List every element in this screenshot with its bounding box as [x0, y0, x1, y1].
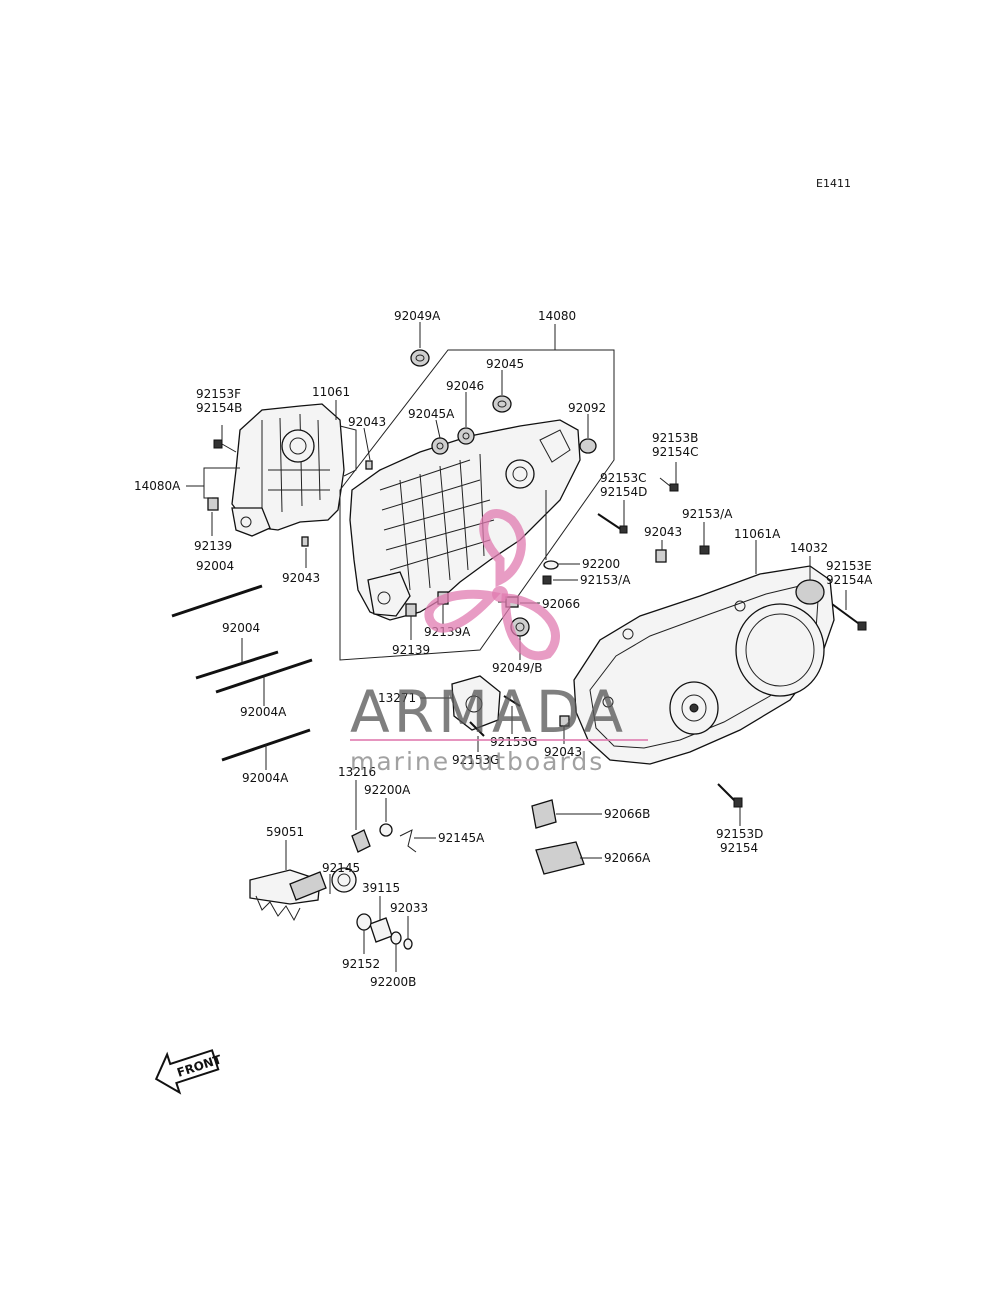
label-14080: 14080: [538, 309, 576, 323]
left-crankcase-half: [231, 403, 357, 537]
clip-92033: [403, 938, 413, 950]
label-92153E: 92153E: [826, 559, 872, 573]
label-11061: 11061: [312, 385, 350, 399]
label-92043-b: 92043: [282, 571, 320, 585]
label-92153-A-2: 92153/A: [580, 573, 631, 587]
pin-92043-left: [301, 536, 309, 547]
rubber-92066A: [535, 841, 585, 875]
seal-92092: [579, 438, 597, 454]
bolt-92153C: [597, 513, 628, 534]
label-92045: 92045: [486, 357, 524, 371]
dowel-92139-center: [405, 603, 417, 617]
rubber-92066B: [531, 799, 557, 829]
bolt-92153F: [213, 439, 237, 453]
washer-92200: [543, 560, 559, 570]
label-92043-c: 92043: [644, 525, 682, 539]
label-92152: 92152: [342, 957, 380, 971]
plate-13271: [451, 675, 501, 731]
label-13216: 13216: [338, 765, 376, 779]
label-11061A: 11061A: [734, 527, 781, 541]
propeller-logo-icon: [424, 509, 560, 661]
gear-13216: [351, 829, 371, 853]
label-92033: 92033: [390, 901, 428, 915]
label-92153-A-1: 92153/A: [682, 507, 733, 521]
bolt-92153B: [659, 477, 679, 492]
label-92043-d: 92043: [544, 745, 582, 759]
label-92045A: 92045A: [408, 407, 455, 421]
label-92153C: 92153C: [600, 471, 647, 485]
washer-92152: [356, 913, 372, 931]
label-92154D: 92154D: [600, 485, 647, 499]
label-13271: 13271: [378, 691, 416, 705]
cvt-cover-11061A: [573, 565, 835, 765]
main-crankcase: [349, 419, 581, 621]
label-92153G-a: 92153G: [490, 735, 537, 749]
label-92145A: 92145A: [438, 831, 485, 845]
label-92004-a: 92004: [196, 559, 234, 573]
label-92154: 92154: [720, 841, 758, 855]
watermark-tagline: marine outboards: [350, 747, 604, 776]
bearing-92046: [457, 427, 475, 445]
watermark-brand: ARMADA: [350, 678, 627, 746]
bearing-92045A: [431, 437, 449, 455]
label-92200A: 92200A: [364, 783, 411, 797]
front-arrow: FRONT: [154, 1049, 224, 1095]
label-92004A-a: 92004A: [240, 705, 287, 719]
label-92200B: 92200B: [370, 975, 416, 989]
bolt-92153E: [831, 603, 867, 631]
bearing-92045: [492, 395, 512, 413]
label-92049A: 92049A: [394, 309, 441, 323]
spring-92145A: [399, 829, 417, 853]
label-92153F: 92153F: [196, 387, 241, 401]
label-92066A: 92066A: [604, 851, 651, 865]
label-92200: 92200: [582, 557, 620, 571]
label-92154B: 92154B: [196, 401, 242, 415]
label-39115: 39115: [362, 881, 400, 895]
label-92145: 92145: [322, 861, 360, 875]
dowel-92139-left: [207, 497, 219, 511]
label-92049-B: 92049/B: [492, 661, 542, 675]
label-92046: 92046: [446, 379, 484, 393]
label-92139-b: 92139: [392, 643, 430, 657]
bolt-92153G-a: [503, 695, 521, 707]
pin-92043-mid: [365, 460, 373, 470]
label-92154A: 92154A: [826, 573, 873, 587]
kick-shaft-59051: [249, 869, 327, 922]
label-92066B: 92066B: [604, 807, 650, 821]
label-92153B: 92153B: [652, 431, 698, 445]
label-92139-a: 92139: [194, 539, 232, 553]
bush-39115: [369, 917, 393, 943]
washer-92200B: [390, 931, 402, 945]
label-92043-a: 92043: [348, 415, 386, 429]
watermark: ARMADA marine outboards: [350, 509, 648, 776]
label-14080A: 14080A: [134, 479, 181, 493]
label-92004A-b: 92004A: [242, 771, 289, 785]
label-92153G-b: 92153G: [452, 753, 499, 767]
label-92153D: 92153D: [716, 827, 763, 841]
bolt-92153G-b: [469, 721, 485, 737]
spring-92145: [331, 867, 357, 893]
group-bracket-14080: [339, 349, 615, 661]
cap-14032: [795, 579, 825, 605]
stud-92004-mid: [195, 650, 279, 680]
label-14032: 14032: [790, 541, 828, 555]
label-92004-b: 92004: [222, 621, 260, 635]
diagram-code: E1411: [816, 177, 851, 190]
label-92066: 92066: [542, 597, 580, 611]
bolt-92153-A-center: [542, 575, 552, 585]
bolt-92153D: [717, 783, 743, 808]
label-92092: 92092: [568, 401, 606, 415]
bearing-92049A: [410, 349, 430, 367]
stud-92004-top: [171, 584, 263, 618]
label-59051: 59051: [266, 825, 304, 839]
washer-92200A: [379, 823, 393, 837]
label-92154C: 92154C: [652, 445, 699, 459]
pin-92043-right: [655, 549, 667, 563]
bolt-92153-A-right: [699, 545, 710, 555]
